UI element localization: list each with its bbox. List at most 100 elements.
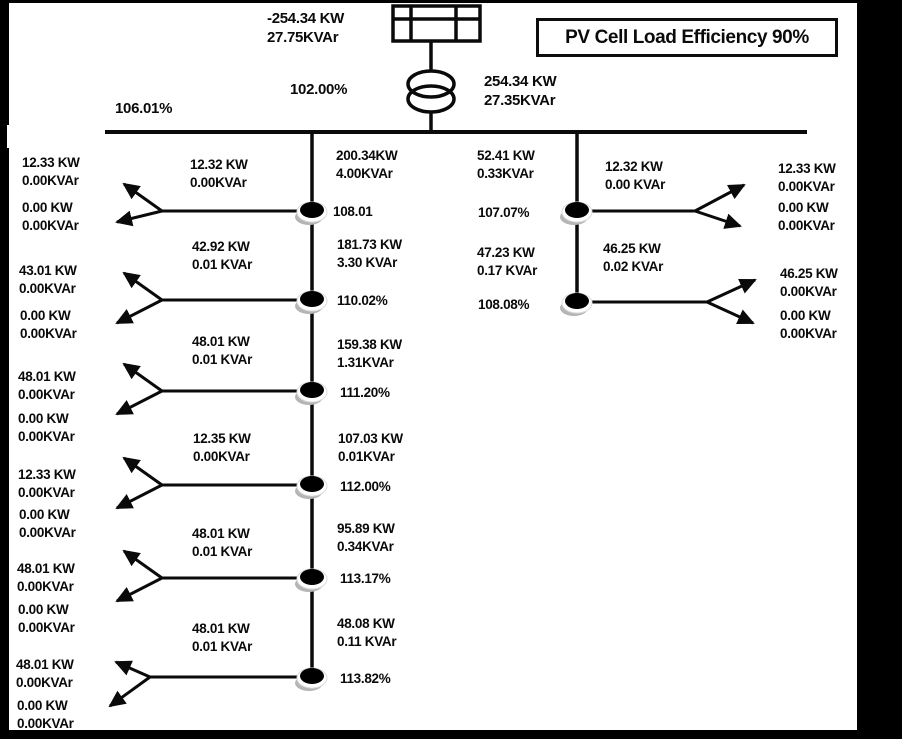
load-label: 0.00 KW 0.00KVAr xyxy=(778,199,835,235)
kvar-value: 0.00KVAr xyxy=(18,485,75,500)
branch-flow-label: 48.01 KW 0.01 KVAr xyxy=(192,620,252,656)
node-symbol xyxy=(295,475,328,499)
kvar-value: 0.00KVAr xyxy=(17,716,74,731)
transformer-tap-label: 102.00% xyxy=(290,80,347,99)
kw-value: 12.33 KW xyxy=(18,467,76,482)
node-voltage-label: 113.82% xyxy=(340,670,391,688)
load-label: 12.33 KW 0.00KVAr xyxy=(778,160,836,196)
feeder-flow-label: 159.38 KW 1.31KVAr xyxy=(337,336,402,372)
node-symbol xyxy=(560,292,593,316)
feeder-flow-label: 95.89 KW 0.34KVAr xyxy=(337,520,395,556)
feeder-flow-label: 107.03 KW 0.01KVAr xyxy=(338,430,403,466)
branch-flow-label: 42.92 KW 0.01 KVAr xyxy=(192,238,252,274)
kvar-value: 0.00KVAr xyxy=(19,281,76,296)
kw-value: 0.00 KW xyxy=(18,411,69,426)
feeder-flow-label: 47.23 KW 0.17 KVAr xyxy=(477,244,537,280)
kw-value: 12.33 KW xyxy=(22,155,80,170)
kw-value: 48.08 KW xyxy=(337,616,395,631)
kvar-value: 0.00KVAr xyxy=(18,429,75,444)
node-symbol xyxy=(295,568,328,592)
percent-value: 107.07% xyxy=(478,205,530,220)
percent-value: 112.00% xyxy=(340,479,391,494)
kvar-value: 0.02 KVAr xyxy=(603,259,664,274)
node-voltage-label: 111.20% xyxy=(340,384,390,402)
load-label: 48.01 KW 0.00KVAr xyxy=(17,560,75,596)
load-label: 0.00 KW 0.00KVAr xyxy=(22,199,79,235)
kw-value: 254.34 KW xyxy=(484,73,557,90)
kw-value: 12.32 KW xyxy=(605,159,663,174)
load-label: 46.25 KW 0.00KVAr xyxy=(780,265,838,301)
kvar-value: 0.00KVAr xyxy=(22,218,79,233)
kvar-value: 0.34KVAr xyxy=(337,539,394,554)
left-branch-arrows xyxy=(108,182,312,708)
kw-value: 12.35 KW xyxy=(193,431,251,446)
kw-value: 95.89 KW xyxy=(337,521,395,536)
kw-value: 43.01 KW xyxy=(19,263,77,278)
branch-flow-label: 48.01 KW 0.01 KVAr xyxy=(192,333,252,369)
load-label: 12.33 KW 0.00KVAr xyxy=(22,154,80,190)
load-label: 0.00 KW 0.00KVAr xyxy=(19,506,76,542)
kw-value: 0.00 KW xyxy=(778,200,829,215)
frame-border-right xyxy=(857,0,902,739)
branch-flow-label: 12.32 KW 0.00 KVAr xyxy=(605,158,665,194)
node-symbol xyxy=(295,290,328,314)
kw-value: 48.01 KW xyxy=(192,334,250,349)
node-voltage-label: 108.08% xyxy=(478,296,530,314)
kvar-value: 0.00 KVAr xyxy=(605,177,666,192)
percent-value: 108.01 xyxy=(333,204,373,219)
kw-value: 52.41 KW xyxy=(477,148,535,163)
kw-value: 200.34KW xyxy=(336,148,398,163)
kvar-value: 0.00KVAr xyxy=(19,525,76,540)
node-symbol xyxy=(295,381,328,405)
branch-flow-label: 48.01 KW 0.01 KVAr xyxy=(192,525,252,561)
percent-value: 102.00% xyxy=(290,81,348,98)
frame-border-left xyxy=(0,0,9,739)
kw-value: 46.25 KW xyxy=(780,266,838,281)
kw-value: 0.00 KW xyxy=(18,602,69,617)
feeder-flow-label: 181.73 KW 3.30 KVAr xyxy=(337,236,402,272)
kw-value: -254.34 KW xyxy=(267,10,345,27)
node-symbol xyxy=(295,201,328,225)
node-voltage-label: 108.01 xyxy=(333,203,373,221)
node-symbol xyxy=(295,667,328,691)
kw-value: 42.92 KW xyxy=(192,239,250,254)
percent-value: 113.17% xyxy=(340,571,391,586)
right-branch-arrows xyxy=(577,183,757,325)
bus-node-icons xyxy=(295,201,593,691)
page-title: PV Cell Load Efficiency 90% xyxy=(565,26,809,48)
kvar-value: 0.33KVAr xyxy=(477,166,534,181)
load-label: 0.00 KW 0.00KVAr xyxy=(18,410,75,446)
kw-value: 12.32 KW xyxy=(190,157,248,172)
load-label: 48.01 KW 0.00KVAr xyxy=(18,368,76,404)
kvar-value: 0.00KVAr xyxy=(193,449,250,464)
kw-value: 0.00 KW xyxy=(780,308,831,323)
kw-value: 0.00 KW xyxy=(22,200,73,215)
transformer-output-label: 254.34 KW 27.35KVAr xyxy=(484,72,557,110)
kvar-value: 0.00KVAr xyxy=(16,675,73,690)
load-label: 43.01 KW 0.00KVAr xyxy=(19,262,77,298)
feeder-flow-label: 200.34KW 4.00KVAr xyxy=(336,147,398,183)
kvar-value: 0.01 KVAr xyxy=(192,257,253,272)
kw-value: 48.01 KW xyxy=(18,369,76,384)
title-box: PV Cell Load Efficiency 90% xyxy=(536,18,838,57)
load-label: 0.00 KW 0.00KVAr xyxy=(18,601,75,637)
kvar-value: 0.00KVAr xyxy=(778,179,835,194)
kvar-value: 0.00KVAr xyxy=(780,284,837,299)
kw-value: 181.73 KW xyxy=(337,237,402,252)
load-label: 0.00 KW 0.00KVAr xyxy=(17,697,74,733)
kw-value: 0.00 KW xyxy=(17,698,68,713)
percent-value: 106.01% xyxy=(115,100,173,117)
kw-value: 48.01 KW xyxy=(17,561,75,576)
bus-voltage-label: 106.01% xyxy=(115,99,172,118)
node-voltage-label: 112.00% xyxy=(340,478,391,496)
kw-value: 48.01 KW xyxy=(16,657,74,672)
kw-value: 159.38 KW xyxy=(337,337,402,352)
kvar-value: 1.31KVAr xyxy=(337,355,394,370)
kw-value: 0.00 KW xyxy=(19,507,70,522)
percent-value: 111.20% xyxy=(340,385,390,400)
kw-value: 0.00 KW xyxy=(20,308,71,323)
load-label: 0.00 KW 0.00KVAr xyxy=(780,307,837,343)
kvar-value: 0.01 KVAr xyxy=(192,352,253,367)
feeder-flow-label: 52.41 KW 0.33KVAr xyxy=(477,147,535,183)
